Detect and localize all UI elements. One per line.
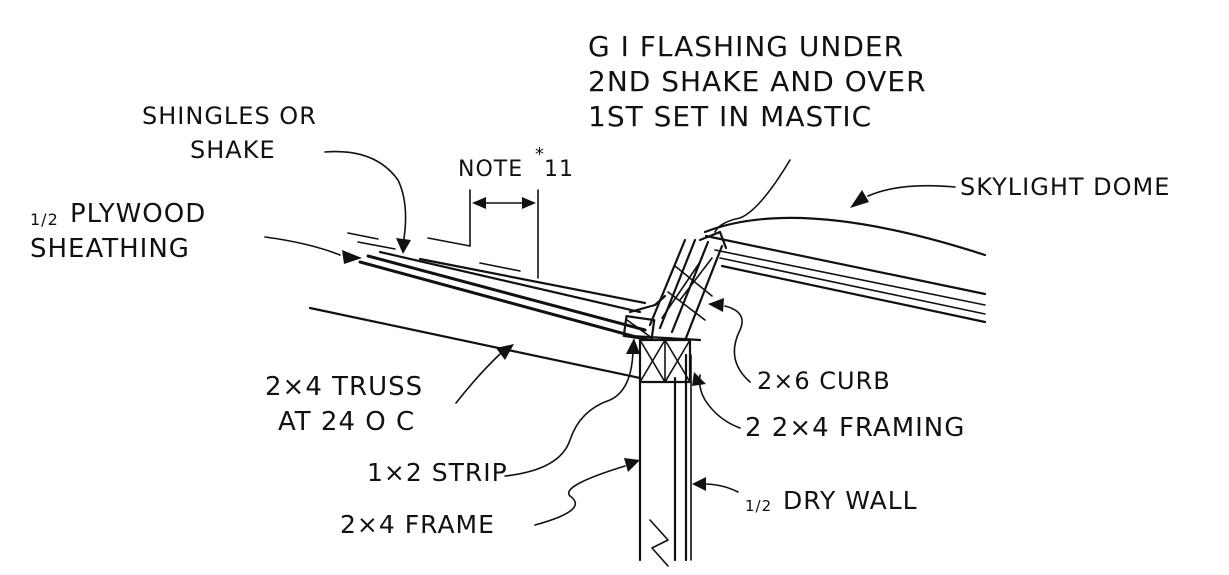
framing-text: 2 2×4 FRAMING <box>745 413 965 443</box>
plywood-fraction: 1/2 <box>30 210 59 229</box>
curb-assembly <box>628 216 987 340</box>
skylight-frame <box>704 234 987 296</box>
plywood-line-2: SHEATHING <box>30 234 190 264</box>
flashing-note-label: G I FLASHING UNDER 2ND SHAKE AND OVER 1S… <box>588 30 927 133</box>
strip-text: 1×2 STRIP <box>367 458 508 487</box>
leader-arrows <box>264 150 956 526</box>
flashing-note-line-1: G I FLASHING UNDER <box>588 30 904 63</box>
wall-assembly <box>638 353 692 567</box>
note-dimension <box>469 189 539 279</box>
truss-line-2: AT 24 O C <box>278 407 415 437</box>
note-text: NOTE <box>458 157 523 182</box>
truss-line <box>308 306 642 380</box>
skylight-label: SKYLIGHT DOME <box>960 173 1170 201</box>
drywall-text: DRY WALL <box>783 486 918 515</box>
plywood-sheathing <box>358 260 642 340</box>
plywood-label: 1/2 PLYWOOD SHEATHING <box>30 199 206 264</box>
curb-label: 2×6 CURB <box>757 367 891 395</box>
note-number: 11 <box>544 157 574 182</box>
note-label: NOTE * 11 <box>458 144 574 182</box>
truss-label: 2×4 TRUSS AT 24 O C <box>265 372 423 437</box>
frame-label: 2×4 FRAME <box>340 510 495 539</box>
curb-text: 2×6 CURB <box>757 367 891 395</box>
plywood-line-1: PLYWOOD <box>70 199 206 229</box>
double-2x4-framing <box>628 334 702 384</box>
flashing-note-line-2: 2ND SHAKE AND OVER <box>588 65 927 98</box>
truss-line-1: 2×4 TRUSS <box>265 372 423 402</box>
shingle-layer <box>366 254 647 332</box>
drywall-fraction: 1/2 <box>745 497 772 515</box>
flashing-note-line-3: 1ST SET IN MASTIC <box>588 100 872 133</box>
shingles-label: SHINGLES OR SHAKE <box>142 102 317 164</box>
strip-label: 1×2 STRIP <box>367 458 508 487</box>
drywall-label: 1/2 DRY WALL <box>745 486 918 515</box>
skylight-text: SKYLIGHT DOME <box>960 173 1170 201</box>
frame-text: 2×4 FRAME <box>340 510 495 539</box>
skylight-dome <box>703 216 987 257</box>
shingles-line-1: SHINGLES OR <box>142 102 317 130</box>
note-star: * <box>535 144 545 165</box>
shingles-line-2: SHAKE <box>190 136 276 164</box>
framing-label: 2 2×4 FRAMING <box>745 413 965 443</box>
roof-assembly <box>308 232 647 380</box>
strip-block <box>622 315 656 341</box>
